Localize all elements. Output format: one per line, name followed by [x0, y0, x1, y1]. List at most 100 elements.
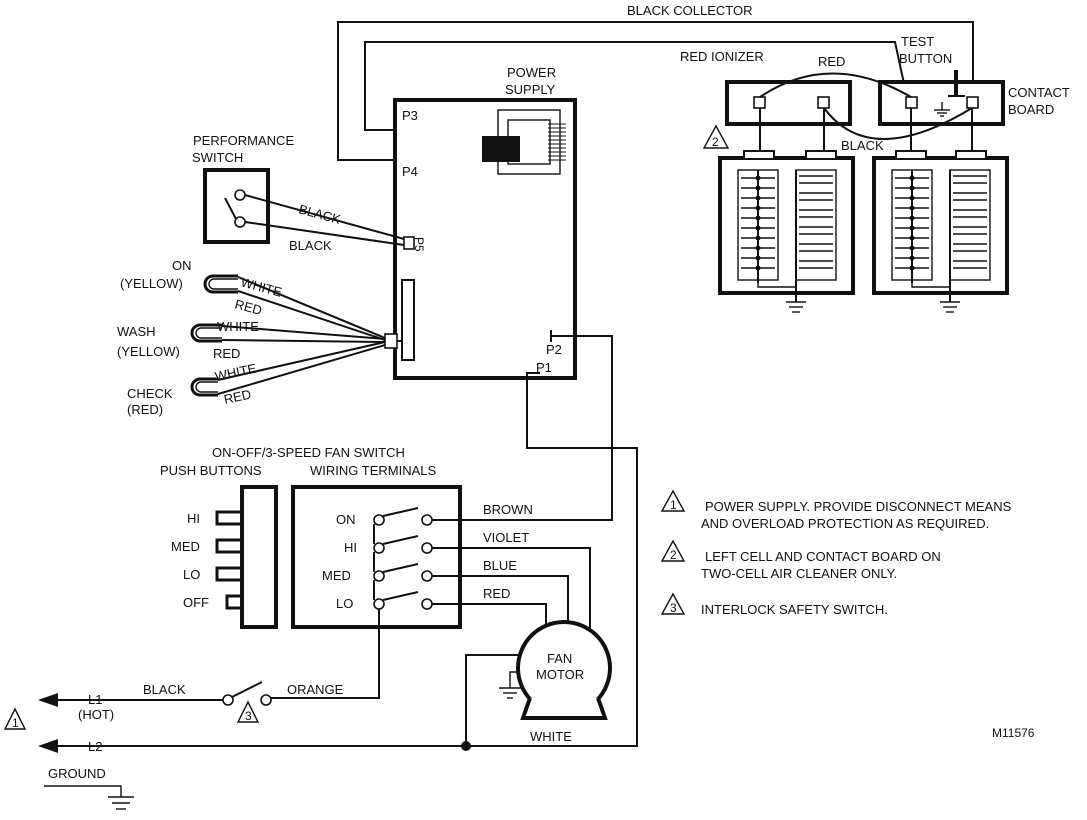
test-button[interactable]	[948, 70, 965, 97]
collector-wiring	[337, 21, 974, 161]
marker-2-num: 2	[712, 135, 719, 149]
wire-brown-label: BROWN	[483, 502, 533, 517]
marker-2-triangle	[702, 124, 730, 149]
push-button-lo[interactable]	[215, 566, 244, 582]
wire-violet-label: VIOLET	[483, 530, 529, 545]
light-connector-plug	[384, 333, 398, 349]
white-neutral-wire	[466, 372, 638, 747]
p2-label: P2	[546, 342, 562, 357]
perf-black-wire-2	[244, 221, 405, 246]
contact-board	[878, 80, 1005, 126]
test-button-label-2: BUTTON	[899, 51, 952, 66]
p5-connector	[403, 236, 415, 250]
black-collector-wire	[337, 21, 974, 161]
l2-label: L2	[88, 739, 102, 754]
light-on-name: ON	[172, 258, 192, 273]
note-2-line-2: TWO-CELL AIR CLEANER ONLY.	[701, 566, 897, 581]
orange-label: ORANGE	[287, 682, 344, 697]
contact-ground-icon	[934, 102, 950, 117]
ionizer-feed-wire	[364, 41, 909, 131]
button-off-label: OFF	[183, 595, 209, 610]
test-button-label-1: TEST	[901, 34, 934, 49]
wire-blue-label: BLUE	[483, 558, 517, 573]
light-on	[203, 274, 386, 341]
ionizer-label: RED IONIZER	[680, 49, 764, 64]
terminal-on-label: ON	[336, 512, 356, 527]
drawing-number: M11576	[992, 726, 1035, 740]
contact-board-label-1: CONTACT	[1008, 85, 1070, 100]
perf-wire-2-label: BLACK	[289, 238, 332, 253]
wire-red-label: RED	[483, 586, 510, 601]
light-check	[190, 341, 386, 397]
ionizer-red-label: RED	[818, 54, 845, 69]
interlock-switch	[222, 681, 272, 706]
red-wire	[432, 603, 547, 630]
mains-ground-icon	[44, 785, 134, 810]
perf-black-wire-1	[244, 194, 405, 240]
l1-label: L1	[88, 692, 102, 707]
light-on-wire-b: RED	[233, 296, 263, 318]
power-supply-label-2: SUPPLY	[505, 82, 556, 97]
light-wash-wire-b: RED	[213, 346, 240, 361]
ionizer-red-wire	[759, 72, 912, 98]
fan-motor-label-2: MOTOR	[536, 667, 584, 682]
p1-label: P1	[536, 360, 552, 375]
note-1-line-2: AND OVERLOAD PROTECTION AS REQUIRED.	[701, 516, 989, 531]
performance-switch-box	[203, 168, 270, 244]
p3-label: P3	[402, 108, 418, 123]
blue-wire	[432, 575, 569, 628]
performance-switch-contacts	[224, 189, 246, 228]
p5-label: P5	[412, 237, 426, 252]
note-2: 2 LEFT CELL AND CONTACT BOARD ON TWO-CEL…	[660, 539, 941, 581]
note-1-line-1: POWER SUPPLY. PROVIDE DISCONNECT MEANS	[705, 499, 1012, 514]
ground-label: GROUND	[48, 766, 106, 781]
button-hi-label: HI	[187, 511, 200, 526]
brown-wire	[432, 335, 613, 521]
light-wash-name: WASH	[117, 324, 156, 339]
fan-white-label: WHITE	[530, 729, 572, 744]
note-3: 3 INTERLOCK SAFETY SWITCH.	[660, 592, 888, 617]
hot-label: (HOT)	[78, 707, 114, 722]
violet-wire	[432, 547, 591, 638]
note-2-line-1: LEFT CELL AND CONTACT BOARD ON	[705, 549, 941, 564]
marker-1-num: 1	[12, 716, 19, 730]
note-1-num: 1	[670, 498, 677, 512]
push-button-hi[interactable]	[215, 510, 244, 526]
light-on-wire-a: WHITE	[239, 274, 284, 299]
terminal-med-label: MED	[322, 568, 351, 583]
ionizer-black-label: BLACK	[841, 138, 884, 153]
fan-switch-title: ON-OFF/3-SPEED FAN SWITCH	[212, 445, 405, 460]
note-3-line-1: INTERLOCK SAFETY SWITCH.	[701, 602, 888, 617]
power-supply-label-1: POWER	[507, 65, 556, 80]
light-on-color: (YELLOW)	[120, 276, 183, 291]
wiring-terminals-label: WIRING TERMINALS	[310, 463, 436, 478]
l1-black-label: BLACK	[143, 682, 186, 697]
note-3-num: 3	[670, 601, 677, 615]
light-wash-color: (YELLOW)	[117, 344, 180, 359]
contact-board-label-2: BOARD	[1008, 102, 1054, 117]
push-button-off[interactable]	[225, 594, 244, 610]
ionizer-black-wire	[823, 107, 973, 140]
motor-ground-icon	[499, 671, 521, 699]
push-button-housing	[240, 485, 278, 629]
terminal-hi-label: HI	[344, 540, 357, 555]
marker-3-triangle	[236, 700, 260, 723]
marker-3-num: 3	[245, 709, 252, 723]
performance-switch-label-2: SWITCH	[192, 150, 243, 165]
marker-1-triangle	[3, 707, 27, 730]
button-med-label: MED	[171, 539, 200, 554]
light-check-name: CHECK	[127, 386, 173, 401]
l1-arrow	[38, 693, 58, 707]
light-check-color: (RED)	[127, 402, 163, 417]
right-cell	[872, 108, 1009, 313]
black-collector-label: BLACK COLLECTOR	[627, 3, 752, 18]
note-1: 1 POWER SUPPLY. PROVIDE DISCONNECT MEANS…	[660, 489, 1012, 531]
push-button-med[interactable]	[215, 538, 244, 554]
perf-wire-1-label: BLACK	[297, 201, 342, 227]
fan-motor-label-1: FAN	[547, 651, 572, 666]
l2-arrow	[38, 739, 58, 753]
light-wash-wire-a: WHITE	[217, 319, 259, 334]
orange-wire	[270, 609, 380, 699]
terminal-lo-label: LO	[336, 596, 353, 611]
